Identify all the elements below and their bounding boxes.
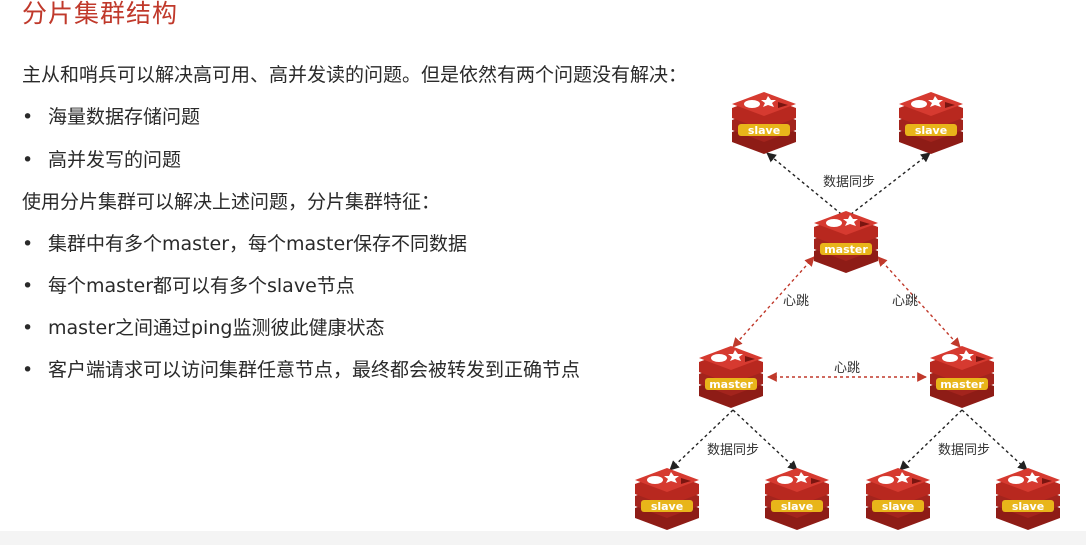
feature-item: • 客户端请求可以访问集群任意节点，最终都会被转发到正确节点 — [22, 355, 580, 382]
node-label: slave — [915, 124, 947, 137]
node-label: slave — [748, 124, 780, 137]
page-title: 分片集群结构 — [22, 0, 179, 28]
redis-slave-node: slave — [765, 468, 829, 530]
bullet-icon: • — [22, 275, 34, 297]
sync-arrow — [899, 409, 963, 471]
redis-slave-node: slave — [866, 468, 930, 530]
redis-slave-node: slave — [635, 468, 699, 530]
bullet-icon: • — [22, 317, 34, 339]
node-label: slave — [1012, 500, 1044, 513]
sync-arrow — [669, 409, 734, 471]
node-label: master — [824, 243, 868, 256]
redis-slave-node: slave — [996, 468, 1060, 530]
problem-text: 高并发写的问题 — [48, 149, 182, 171]
redis-master-node: master — [814, 211, 878, 273]
problem-item: • 海量数据存储问题 — [22, 102, 200, 129]
sync-arrow — [732, 409, 798, 471]
node-label: master — [709, 378, 753, 391]
node-label: master — [940, 378, 984, 391]
node-label: slave — [882, 500, 914, 513]
node-label: slave — [651, 500, 683, 513]
edge-label-heartbeat-left: 心跳 — [783, 294, 809, 309]
redis-slave-node: slave — [732, 92, 796, 154]
heartbeat-arrow — [732, 256, 815, 348]
feature-item: • 每个master都可以有多个slave节点 — [22, 271, 355, 298]
sync-arrow — [766, 152, 847, 219]
feature-text: 客户端请求可以访问集群任意节点，最终都会被转发到正确节点 — [48, 359, 581, 381]
edge-label-sync-top: 数据同步 — [823, 175, 875, 190]
redis-master-node: master — [699, 346, 763, 408]
feature-text: master之间通过ping监测彼此健康状态 — [48, 317, 385, 339]
feature-item: • 集群中有多个master，每个master保存不同数据 — [22, 229, 467, 256]
problem-item: • 高并发写的问题 — [22, 145, 181, 172]
bullet-icon: • — [22, 106, 34, 128]
node-label: slave — [781, 500, 813, 513]
feature-item: • master之间通过ping监测彼此健康状态 — [22, 313, 384, 340]
edge-label-sync-left: 数据同步 — [707, 443, 759, 458]
edge-label-sync-right: 数据同步 — [938, 443, 990, 458]
footer-strip — [0, 531, 1086, 545]
intro-text: 主从和哨兵可以解决高可用、高并发读的问题。但是依然有两个问题没有解决： — [22, 64, 688, 86]
bullet-icon: • — [22, 359, 34, 381]
sync-arrow — [961, 409, 1028, 471]
feature-text: 每个master都可以有多个slave节点 — [48, 275, 355, 297]
edge-label-heartbeat-right: 心跳 — [892, 294, 918, 309]
bullet-icon: • — [22, 233, 34, 255]
subtitle-text: 使用分片集群可以解决上述问题，分片集群特征： — [22, 191, 441, 213]
problem-text: 海量数据存储问题 — [48, 106, 201, 128]
edge-label-heartbeat-middle: 心跳 — [834, 361, 860, 376]
feature-text: 集群中有多个master，每个master保存不同数据 — [48, 233, 468, 255]
bullet-icon: • — [22, 149, 34, 171]
redis-master-node: master — [930, 346, 994, 408]
heartbeat-arrow — [877, 256, 961, 348]
redis-slave-node: slave — [899, 92, 963, 154]
